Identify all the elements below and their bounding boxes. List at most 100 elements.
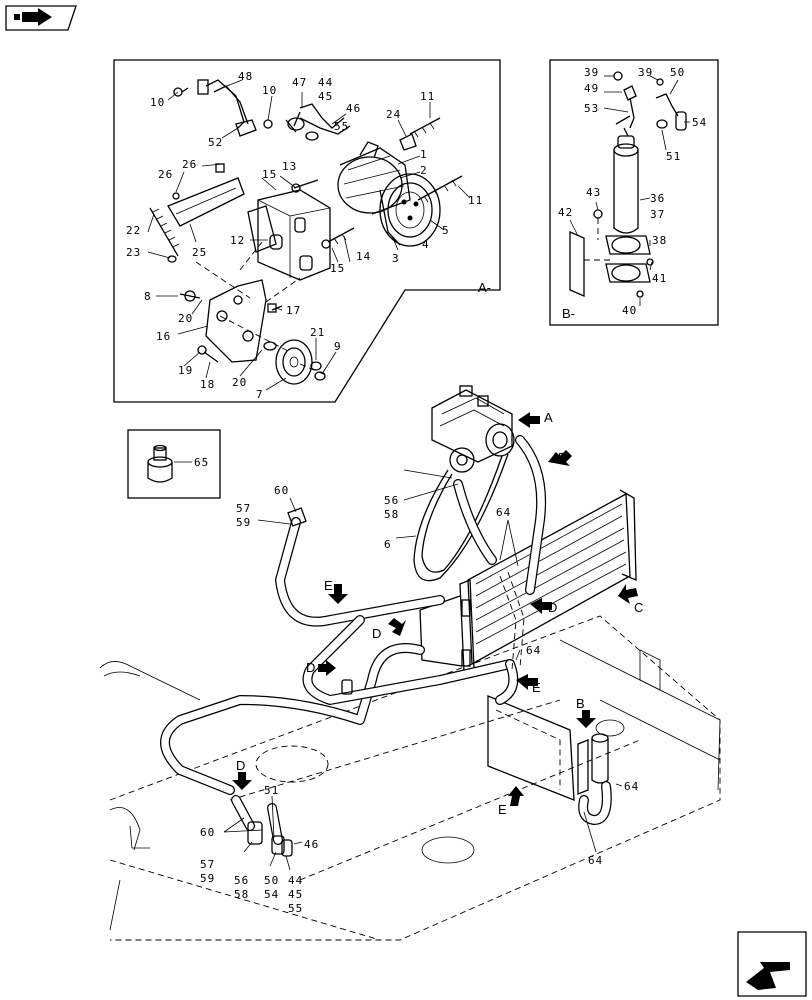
next-page-arrow-icon[interactable] — [737, 931, 807, 997]
callout-e-2: E — [532, 680, 541, 695]
label-main-57a: 57 — [236, 502, 251, 515]
callout-a: A — [544, 410, 553, 425]
hose-fittings — [247, 507, 353, 857]
label-main-59b: 59 — [200, 872, 215, 885]
hoses-detail-a — [197, 79, 351, 141]
label-a-10b: 10 — [262, 84, 277, 97]
labels-detail-b: 39 49 53 39 50 54 51 36 37 43 42 38 41 4… — [558, 66, 707, 317]
label-main-64c: 64 — [624, 780, 639, 793]
main-hoses — [160, 435, 612, 845]
label-main-46: 46 — [304, 838, 319, 851]
label-a-7: 7 — [256, 388, 264, 401]
label-b-49: 49 — [584, 82, 599, 95]
nav-arrow-icon[interactable] — [5, 5, 77, 31]
label-a-12: 12 — [230, 234, 245, 247]
label-a-19: 19 — [178, 364, 193, 377]
compressor-bracket — [247, 189, 331, 281]
label-a-11b: 11 — [468, 194, 483, 207]
detail-b-frame — [549, 59, 719, 326]
label-main-64b: 64 — [526, 644, 541, 657]
callout-d-1: D — [558, 450, 567, 465]
label-main-45: 45 — [288, 888, 303, 901]
label-b-51: 51 — [666, 150, 681, 163]
detail-a-caption: A- — [478, 280, 491, 295]
label-b-43: 43 — [586, 186, 601, 199]
label-main-44: 44 — [288, 874, 303, 887]
label-b-37: 37 — [650, 208, 665, 221]
label-b-39a: 39 — [584, 66, 599, 79]
detail-a-frame — [113, 59, 501, 403]
label-a-21: 21 — [310, 326, 325, 339]
callout-d-5: D — [236, 758, 245, 773]
labels-main: 60 57 59 56 58 6 64 64 64 64 60 57 59 56… — [200, 484, 639, 915]
tension-rod — [149, 207, 180, 263]
label-main-60a: 60 — [274, 484, 289, 497]
label-b-54: 54 — [692, 116, 707, 129]
callout-d-4: D — [306, 660, 315, 675]
oil-bottle-frame — [127, 429, 221, 499]
label-a-11a: 11 — [420, 90, 435, 103]
label-a-8: 8 — [144, 290, 152, 303]
label-main-51: 51 — [264, 784, 279, 797]
label-main-64d: 64 — [588, 854, 603, 867]
label-main-56b: 56 — [234, 874, 249, 887]
label-b-38: 38 — [652, 234, 667, 247]
label-main-58a: 58 — [384, 508, 399, 521]
label-a-17: 17 — [286, 304, 301, 317]
label-65: 65 — [194, 456, 209, 469]
label-a-26a: 26 — [182, 158, 197, 171]
labels-detail-a: 10 48 52 10 47 44 45 46 55 24 11 1 2 3 4… — [126, 70, 483, 401]
label-a-55: 55 — [334, 120, 349, 133]
label-main-56a: 56 — [384, 494, 399, 507]
label-main-6: 6 — [384, 538, 392, 551]
label-main-58b: 58 — [234, 888, 249, 901]
drier-bracket — [569, 209, 654, 298]
label-a-47: 47 — [292, 76, 307, 89]
mount-plate — [167, 163, 245, 227]
label-a-23: 23 — [126, 246, 141, 259]
label-b-40: 40 — [622, 304, 637, 317]
callout-c: C — [634, 600, 643, 615]
label-a-52: 52 — [208, 136, 223, 149]
callout-d-3: D — [372, 626, 381, 641]
main-receiver-drier — [487, 695, 609, 801]
label-b-53: 53 — [584, 102, 599, 115]
label-a-1: 1 — [420, 148, 428, 161]
callout-d-2: D — [548, 600, 557, 615]
label-a-5: 5 — [442, 224, 450, 237]
label-a-4: 4 — [422, 238, 430, 251]
label-main-59a: 59 — [236, 516, 251, 529]
label-a-20a: 20 — [178, 312, 193, 325]
label-b-42: 42 — [558, 206, 573, 219]
label-main-60b: 60 — [200, 826, 215, 839]
label-a-24: 24 — [386, 108, 401, 121]
label-a-3: 3 — [392, 252, 400, 265]
label-a-44: 44 — [318, 76, 333, 89]
label-a-15a: 15 — [262, 168, 277, 181]
label-a-14: 14 — [356, 250, 371, 263]
label-a-46: 46 — [346, 102, 361, 115]
lower-bracket — [205, 279, 267, 363]
label-a-20b: 20 — [232, 376, 247, 389]
oil-bottle-icon — [147, 444, 173, 483]
bolts-detail-a — [173, 87, 463, 363]
receiver-drier — [613, 71, 687, 234]
callout-e-3: E — [498, 802, 507, 817]
label-a-18: 18 — [200, 378, 215, 391]
condenser — [419, 489, 637, 673]
callout-e-1: E — [324, 578, 333, 593]
label-a-9: 9 — [334, 340, 342, 353]
label-a-15b: 15 — [330, 262, 345, 275]
compressor-assembly — [337, 133, 441, 247]
label-a-26b: 26 — [158, 168, 173, 181]
label-a-2: 2 — [420, 164, 428, 177]
leaders-main — [223, 469, 623, 871]
leaders-detail-a — [147, 79, 471, 391]
label-main-55: 55 — [288, 902, 303, 915]
label-b-50: 50 — [670, 66, 685, 79]
label-main-64a: 64 — [496, 506, 511, 519]
callout-b: B — [576, 696, 585, 711]
drive-belt — [413, 453, 509, 582]
label-b-36: 36 — [650, 192, 665, 205]
